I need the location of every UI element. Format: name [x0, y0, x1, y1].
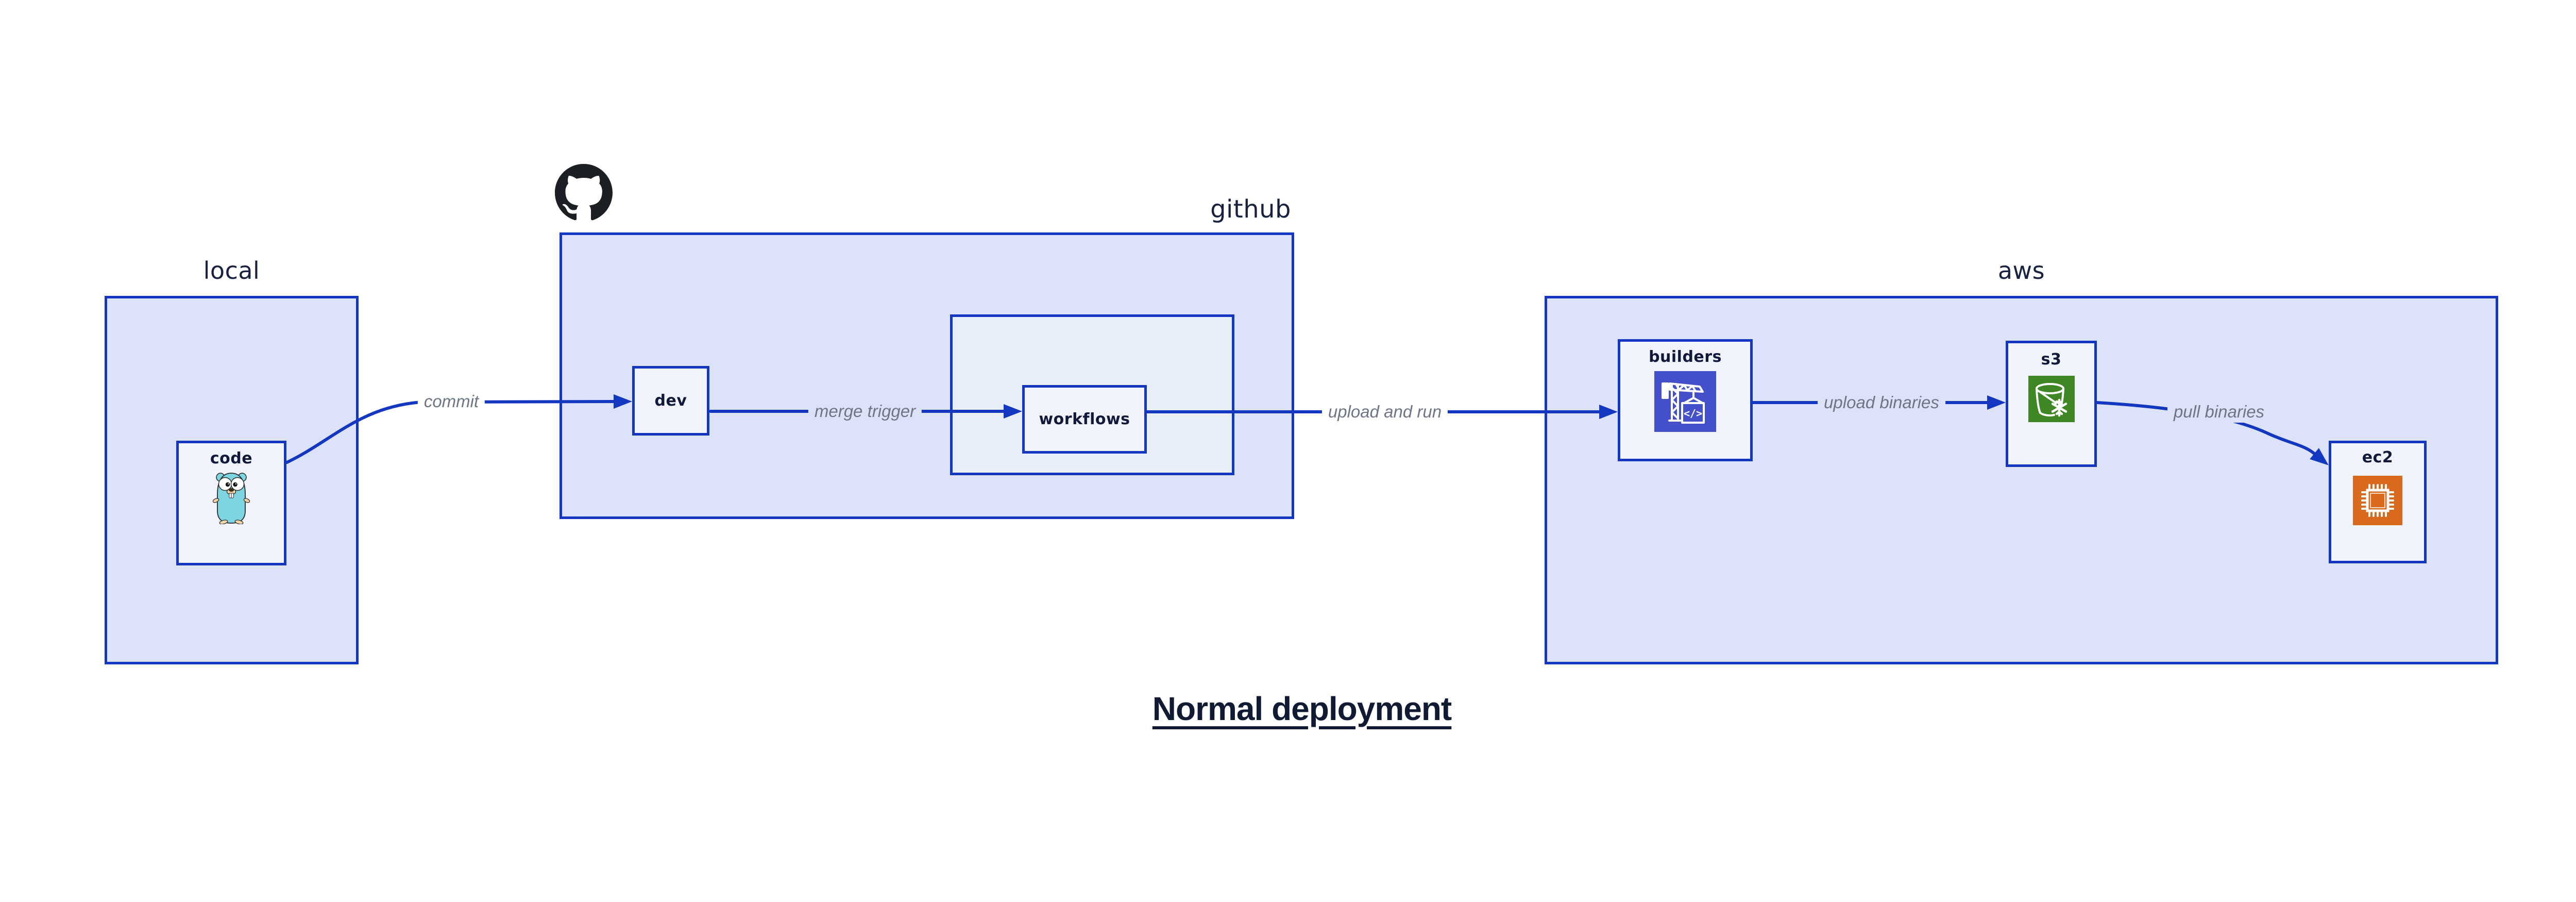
node-dev-label: dev [654, 392, 687, 410]
node-workflows-label: workflows [1039, 410, 1130, 428]
group-label-local: local [203, 257, 260, 285]
node-builders-label: builders [1649, 348, 1722, 366]
node-ec2-label: ec2 [2362, 448, 2394, 466]
codebuild-crane-icon: </> [1654, 371, 1716, 432]
group-label-github: github [1210, 195, 1291, 224]
ec2-chip-icon [2353, 476, 2402, 525]
edge-label-upload-binaries: upload binaries [1818, 392, 1945, 413]
node-builders: builders </> [1618, 339, 1753, 461]
s3-glacier-bucket-icon [2028, 376, 2075, 422]
group-label-aws: aws [1997, 257, 2045, 285]
edge-label-upload-and-run: upload and run [1321, 401, 1448, 423]
node-workflows: workflows [1022, 385, 1147, 454]
node-s3-label: s3 [2041, 350, 2062, 369]
node-dev: dev [632, 366, 709, 436]
node-code: code [176, 441, 286, 565]
diagram-title: Normal deployment [1152, 690, 1452, 727]
edge-label-commit: commit [417, 391, 485, 412]
builders-code-glyph: </> [1684, 407, 1702, 420]
edge-label-pull-binaries: pull binaries [2167, 401, 2271, 423]
node-ec2: ec2 [2329, 441, 2427, 563]
go-gopher-mascot-icon [212, 471, 250, 525]
edge-label-merge-trigger: merge trigger [808, 400, 922, 422]
node-code-label: code [210, 449, 253, 467]
node-s3: s3 [2006, 341, 2097, 467]
github-octocat-icon [554, 164, 613, 222]
